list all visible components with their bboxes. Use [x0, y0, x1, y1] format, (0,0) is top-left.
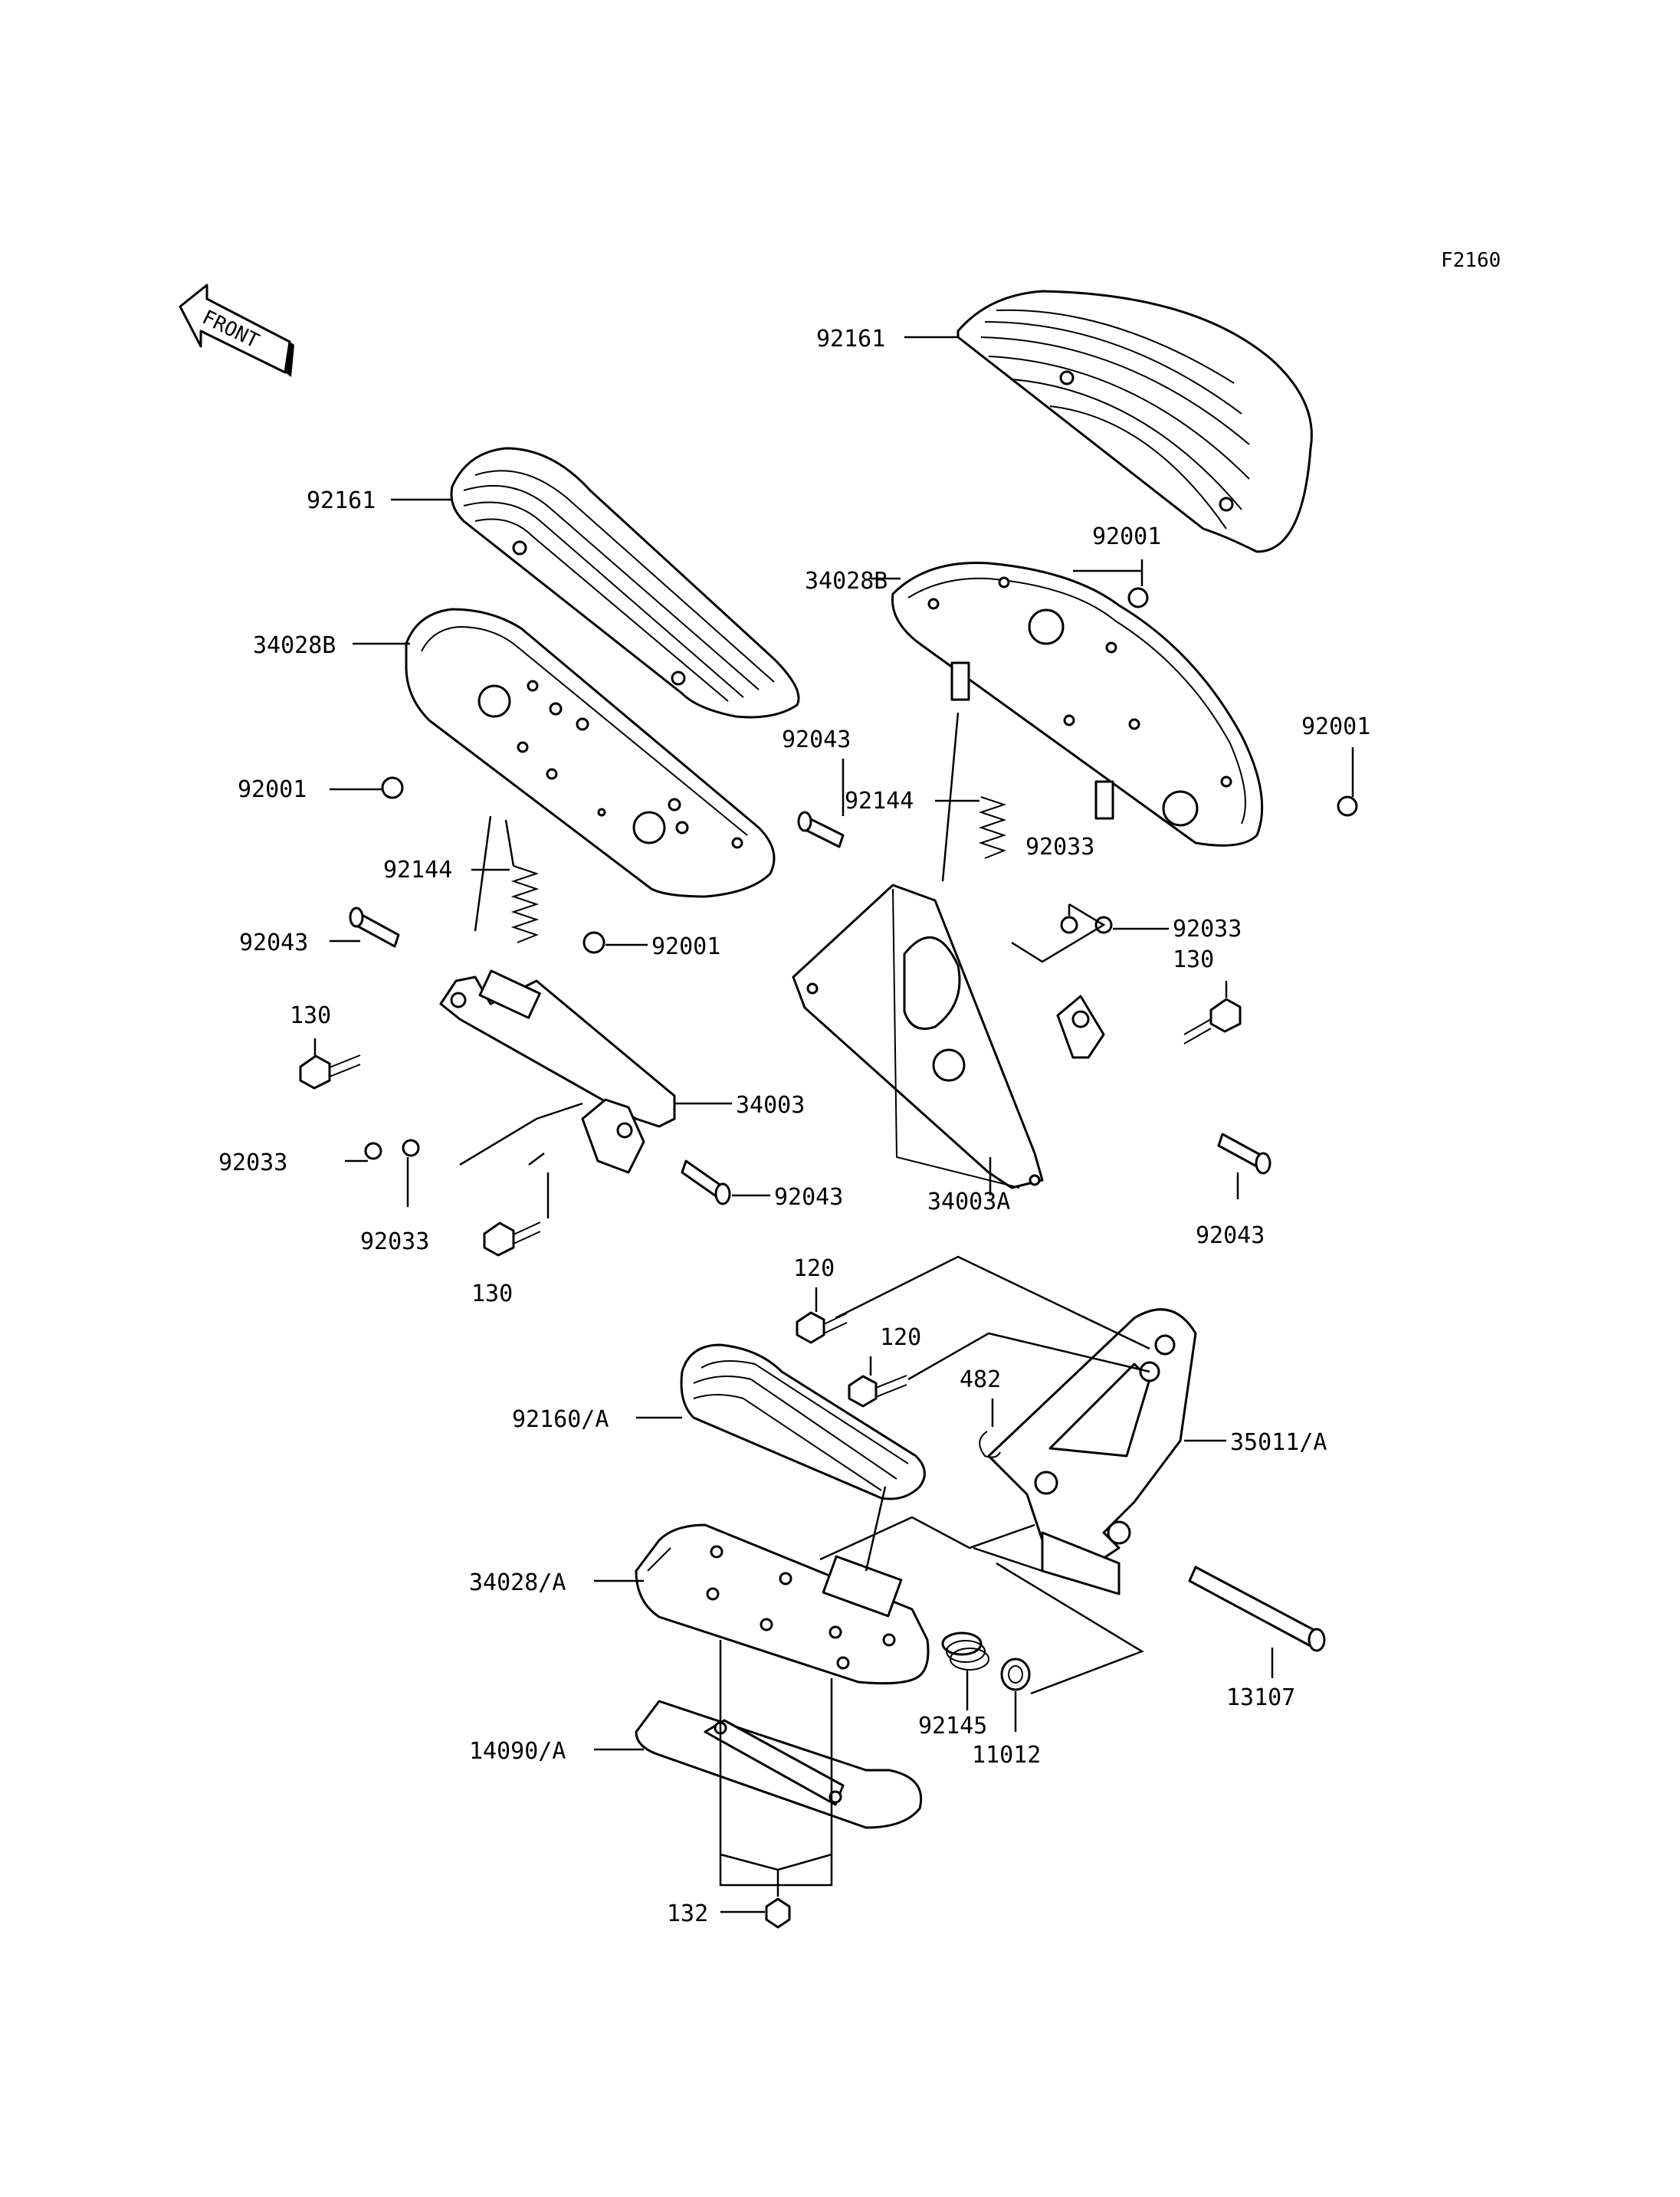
label-35011A: 35011/A [1230, 1429, 1327, 1456]
floorboard-34028A [635, 1523, 930, 1685]
bolt-130-left-top [299, 1054, 361, 1090]
pin-92043-right-bottom [1217, 1133, 1271, 1175]
label-92001-b: 92001 [1301, 713, 1370, 740]
bolt-130-right [1183, 998, 1242, 1044]
label-130-c: 130 [471, 1280, 513, 1307]
spring-92144-right [978, 796, 1007, 859]
spring-92145 [941, 1631, 989, 1671]
pin-92043-right-top [797, 811, 845, 848]
label-34028B-b: 34028B [253, 632, 336, 659]
label-14090A: 14090/A [469, 1738, 566, 1765]
label-92033-c: 92033 [1025, 834, 1094, 861]
label-34028B-a: 34028B [805, 568, 888, 595]
leader-lines [313, 336, 1354, 1913]
label-120-a: 120 [793, 1255, 835, 1282]
label-92033-a: 92033 [218, 1149, 287, 1176]
floorboard-mat-92160A [680, 1343, 926, 1500]
bolt-120-a [796, 1311, 848, 1344]
label-92043-d: 92043 [1196, 1222, 1265, 1249]
label-120-b: 120 [880, 1324, 921, 1351]
label-92001-c: 92001 [238, 776, 307, 803]
nut-132 [765, 1897, 791, 1929]
part-labels: 92161 92161 34028B 34028B 92001 92001 92… [218, 326, 1370, 1927]
label-92161-a: 92161 [816, 326, 885, 353]
floorboard-top-left [405, 608, 776, 898]
figure-id: F2160 [1441, 249, 1501, 272]
label-482: 482 [960, 1366, 1001, 1393]
clip-92033-c [1060, 916, 1078, 934]
nut-92001-c [1127, 587, 1149, 608]
floorboard-mat-top-right [956, 290, 1313, 553]
bolt-130-left-bottom [483, 1221, 541, 1257]
label-132: 132 [667, 1900, 708, 1927]
label-92144-b: 92144 [845, 788, 914, 815]
clip-92033-a [364, 1142, 382, 1160]
label-92033-b: 92033 [360, 1228, 429, 1255]
bracket-35011A [987, 1308, 1197, 1595]
label-34003: 34003 [736, 1092, 805, 1119]
label-13107: 13107 [1226, 1684, 1295, 1711]
label-130-a: 130 [290, 1002, 331, 1029]
nut-92001-b [582, 931, 605, 954]
label-11012: 11012 [972, 1742, 1041, 1769]
label-92001-a: 92001 [1092, 523, 1161, 550]
label-92043-c: 92043 [774, 1184, 843, 1211]
collar-11012 [1000, 1658, 1031, 1691]
clip-92033-b [402, 1139, 420, 1157]
plate-14090A [635, 1700, 923, 1829]
label-92043-a: 92043 [782, 726, 851, 753]
label-92033-d: 92033 [1173, 916, 1242, 943]
nut-92001-a [381, 776, 404, 799]
front-arrow-icon: FRONT [179, 284, 294, 377]
footboard-bracket-34003A [792, 884, 1105, 1189]
label-92043-b: 92043 [239, 930, 308, 956]
label-92144-a: 92144 [383, 857, 452, 884]
pin-92043-left-bottom [681, 1159, 731, 1205]
label-130-b: 130 [1173, 946, 1214, 973]
bolt-120-b [848, 1375, 907, 1408]
pin-13107 [1188, 1566, 1326, 1652]
label-34028A: 34028/A [469, 1569, 566, 1596]
footboard-bracket-34003 [439, 969, 676, 1174]
nut-92001-d [1337, 795, 1358, 817]
floorboard-top-right [891, 562, 1264, 847]
label-34003A: 34003A [927, 1189, 1010, 1215]
floorboard-mat-top-left [450, 447, 800, 719]
label-92001-d: 92001 [651, 933, 720, 960]
label-92161-b: 92161 [307, 487, 376, 514]
label-92160A: 92160/A [512, 1406, 609, 1433]
pin-92043-left-top [349, 907, 400, 948]
label-92145: 92145 [918, 1713, 987, 1740]
spring-92144-left [510, 865, 540, 943]
clip-482 [979, 1431, 1001, 1458]
